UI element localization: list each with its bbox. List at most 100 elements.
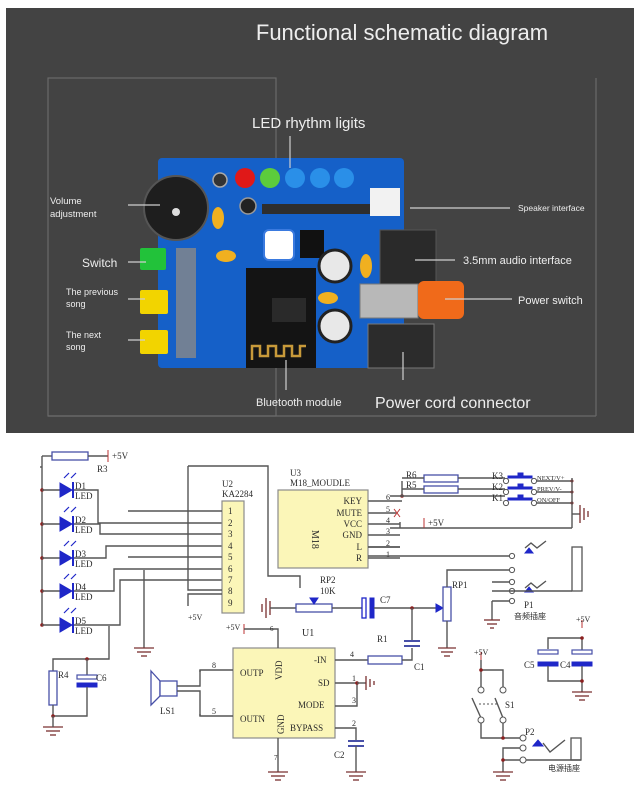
capacitor-c5 — [537, 649, 559, 655]
u3-vcc-supply-label: +5V — [428, 518, 445, 528]
c1-label: C1 — [414, 662, 425, 672]
key-function-label: ON/OFF — [537, 497, 561, 504]
s1-supply-label: +5V — [474, 648, 489, 657]
diode-icon — [59, 516, 73, 532]
light-emission-icon — [63, 540, 77, 547]
rp2-ref: RP2 — [320, 575, 336, 585]
switch-button — [140, 248, 166, 270]
p2-label: 电源插座 — [548, 763, 580, 773]
u3-part: M18_MOUDLE — [290, 478, 351, 488]
key-k3: K3 NEXT/V+ — [492, 471, 574, 485]
u2-supply-label: +5V — [188, 613, 203, 622]
key-ref: K1 — [492, 493, 503, 503]
diode-icon — [59, 617, 73, 633]
c5-label: C5 — [524, 660, 535, 670]
u1-sd-label: SD — [318, 678, 330, 688]
rp1-label: RP1 — [452, 580, 468, 590]
label-previous-song-line1: The previous — [66, 287, 119, 297]
c4-label: C4 — [560, 660, 571, 670]
key-function-label: NEXT/V+ — [537, 475, 565, 482]
u1-bypass-label: BYPASS — [290, 723, 323, 733]
r4-label: R4 — [58, 670, 69, 680]
r1-label: R1 — [377, 634, 388, 644]
u3-pin-num: 6 — [386, 493, 390, 502]
light-emission-icon — [63, 573, 77, 580]
speaker-icon — [150, 669, 161, 707]
p1-pin — [508, 566, 516, 574]
s1-p2-power-input: +5V S1 P2 电源插座 — [471, 648, 582, 781]
p1-pin — [508, 578, 516, 586]
led-type: LED — [75, 626, 93, 636]
u2-ref: U2 — [222, 479, 233, 489]
light-emission-icon — [63, 506, 77, 513]
led-ref: D1 — [75, 481, 86, 491]
resistor-r4 — [48, 670, 58, 706]
p1-audio-socket: P1 音频插座 — [368, 540, 583, 629]
key-function-label: PREV/V- — [537, 486, 562, 493]
resistor-r1 — [367, 655, 403, 665]
led-type: LED — [75, 491, 93, 501]
u2-body — [221, 500, 245, 614]
led-ref: D5 — [75, 616, 86, 626]
u3-pin-name: KEY — [344, 496, 363, 506]
key-ref: K3 — [492, 471, 503, 481]
led-type: LED — [75, 525, 93, 535]
u1-amplifier: U1 +5V 6 VDD OUTP OUTN 8 5 GND 7 -IN SD … — [199, 623, 425, 781]
u3-pin-num: 5 — [386, 505, 390, 514]
led-blue-3 — [334, 168, 354, 188]
resistor-r3 — [51, 451, 89, 461]
u3-pin-name: R — [356, 553, 362, 563]
ls1-speaker: LS1 — [150, 669, 201, 716]
u1-outp-pin-num: 8 — [212, 661, 216, 670]
r5-label: R5 — [406, 480, 417, 490]
panel-title: Functional schematic diagram — [256, 20, 548, 45]
audio-jack — [379, 229, 437, 285]
u1-outn-pin-num: 5 — [212, 707, 216, 716]
u1-supply-label: +5V — [226, 623, 241, 632]
ls1-label: LS1 — [160, 706, 175, 716]
u3-pin-num: 3 — [386, 527, 390, 536]
u2-pin-num: 1 — [228, 506, 233, 516]
u1-mode-label: MODE — [298, 700, 325, 710]
callout-leader-lines — [128, 136, 512, 390]
u1-vdd-pin-num: 6 — [270, 625, 274, 633]
u2-pin-num: 8 — [228, 586, 233, 596]
s1-label: S1 — [505, 700, 515, 710]
u2-pin-num: 4 — [228, 541, 233, 551]
led-red — [235, 168, 255, 188]
resistor-r5 — [423, 485, 459, 494]
power-switch-body — [359, 283, 419, 319]
resistor-r6 — [423, 474, 459, 483]
key-ref: K2 — [492, 482, 503, 492]
no-connect-icon — [393, 508, 401, 518]
label-switch: Switch — [82, 256, 117, 270]
c4-supply-label: +5V — [576, 615, 591, 624]
capacitor-c6 — [76, 674, 98, 680]
u1-ref: U1 — [302, 628, 314, 639]
diode-icon — [59, 550, 73, 566]
p2-ref: P2 — [525, 727, 535, 737]
p1-pin — [508, 597, 516, 605]
product-photo-panel: Functional schematic diagram — [6, 8, 634, 433]
capacitor-c7 — [361, 597, 367, 619]
p1-ref: P1 — [524, 600, 534, 610]
u1-sd-pin-num: 1 — [352, 674, 356, 683]
capacitor-c4 — [571, 649, 593, 655]
r6-label: R6 — [406, 470, 417, 480]
power-jack — [367, 323, 435, 369]
u3-body-label: M18 — [309, 530, 320, 549]
label-speaker-interface: Speaker interface — [518, 203, 585, 213]
next-song-button — [140, 330, 168, 354]
rp2-c7-section: RP2 10K C7 RP1 — [261, 569, 510, 657]
u3-pin-name: MUTE — [337, 508, 363, 518]
u3-pin-name: VCC — [343, 519, 362, 529]
c2-label: C2 — [334, 750, 345, 760]
diode-icon — [59, 482, 73, 498]
r3-supply-label: +5V — [112, 451, 129, 461]
